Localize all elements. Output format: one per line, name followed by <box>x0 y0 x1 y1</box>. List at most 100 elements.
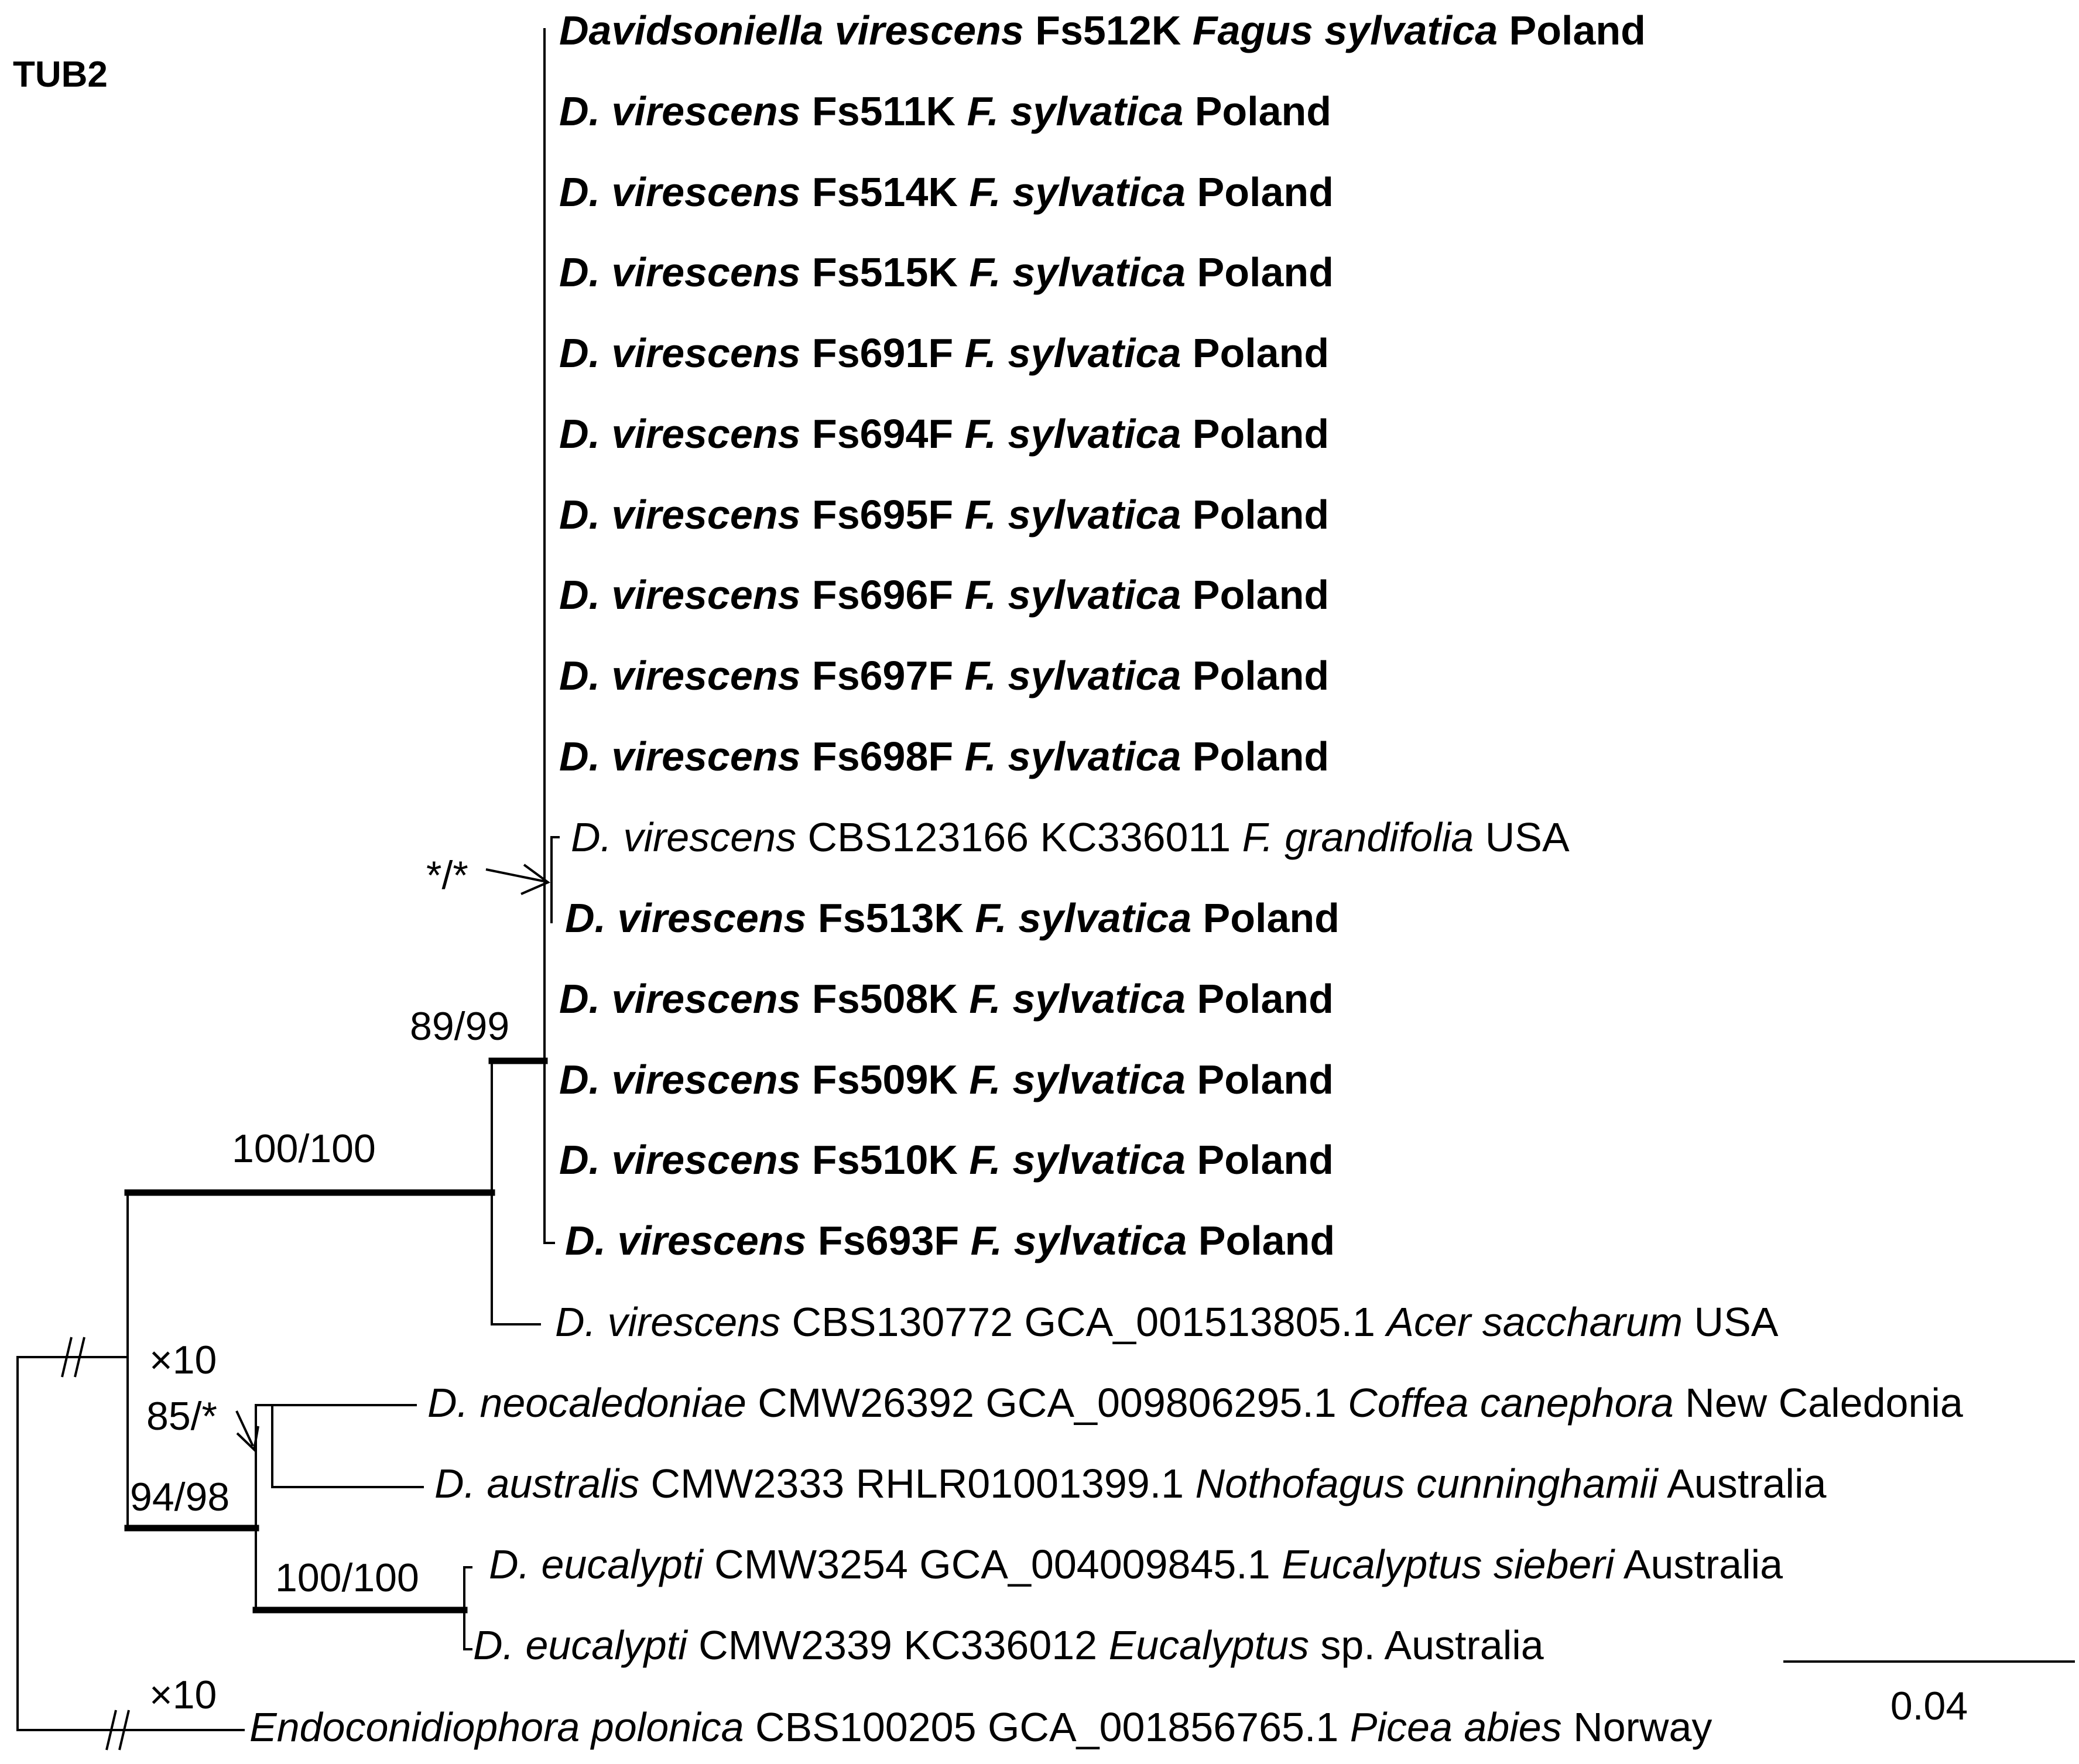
taxon-label-part: F. sylvatica <box>969 1137 1186 1183</box>
support-virescens-clade: 100/100 <box>232 1126 376 1171</box>
taxon-label-cbs123166: D. virescens CBS123166 KC336011 F. grand… <box>571 814 1570 860</box>
taxon-label-fs515k: D. virescens Fs515K F. sylvatica Poland <box>559 249 1334 295</box>
taxon-label-part: Poland <box>1186 976 1334 1022</box>
outgroup-break-mark <box>105 1710 117 1751</box>
taxon-label-part: Australia <box>1658 1461 1827 1506</box>
outgroup-break-mark <box>118 1710 130 1751</box>
taxon-label-part: CMW3254 GCA_004009845.1 <box>703 1542 1282 1587</box>
taxon-label-fs695f: D. virescens Fs695F F. sylvatica Poland <box>559 492 1329 537</box>
taxon-label-part: Coffea canephora <box>1348 1380 1674 1426</box>
taxon-label-part: Fs508K <box>800 976 969 1022</box>
taxon-label-part: CBS123166 KC336011 <box>796 814 1242 860</box>
taxon-label-cmw2333: D. australis CMW2333 RHLR01001399.1 Noth… <box>434 1461 1826 1506</box>
arrow-head-icon <box>236 1426 259 1453</box>
ingroup-break-mark <box>74 1337 85 1378</box>
taxon-label-part: F. sylvatica <box>969 169 1186 215</box>
taxon-label-part: F. sylvatica <box>975 895 1191 941</box>
taxon-label-part: D. virescens <box>559 653 800 698</box>
taxon-label-part: New Caledonia <box>1674 1380 1963 1426</box>
taxon-label-part: CBS100205 GCA_001856765.1 <box>744 1704 1350 1750</box>
ingroup-break-mark <box>61 1337 73 1378</box>
taxon-label-part: D. virescens <box>559 88 800 134</box>
taxon-label-part: Norway <box>1562 1704 1712 1750</box>
taxon-label-part: Fs691F <box>800 330 964 376</box>
taxon-label-part: Picea abies <box>1350 1704 1562 1750</box>
taxon-label-part: Poland <box>1186 249 1334 295</box>
taxon-label-part: D. eucalypti <box>489 1542 704 1587</box>
taxon-label-part: Poland <box>1191 895 1340 941</box>
ingroup-scale-marker: ×10 <box>149 1338 217 1382</box>
taxon-label-part: Davidsoniella virescens <box>559 8 1024 53</box>
taxon-label-part: F. sylvatica <box>969 1057 1186 1102</box>
taxon-label-part: D. virescens <box>559 976 800 1022</box>
taxon-label-part: F. sylvatica <box>969 976 1186 1022</box>
taxon-label-part: F. sylvatica <box>965 330 1181 376</box>
taxon-label-part: Fs511K <box>800 88 967 134</box>
taxon-label-cmw26392: D. neocaledoniae CMW26392 GCA_009806295.… <box>427 1380 1963 1426</box>
taxon-label-fs691f: D. virescens Fs691F F. sylvatica Poland <box>559 330 1329 376</box>
taxon-label-part: Fs512K <box>1024 8 1193 53</box>
taxon-label-part: D. virescens <box>565 895 806 941</box>
taxon-label-part: F. sylvatica <box>965 734 1181 779</box>
taxon-label-part: F. sylvatica <box>965 653 1181 698</box>
taxon-label-part: Nothofagus cunninghamii <box>1196 1461 1659 1506</box>
taxon-label-part: Fs698F <box>800 734 964 779</box>
taxon-label-part: Acer saccharum <box>1384 1299 1683 1345</box>
taxon-label-part: CMW2339 KC336012 <box>687 1622 1109 1668</box>
taxon-label-cbs100205: Endoconidiophora polonica CBS100205 GCA_… <box>249 1704 1712 1750</box>
taxon-label-part: D. virescens <box>559 1137 800 1183</box>
taxon-label-part: sp. Australia <box>1309 1622 1544 1668</box>
taxon-label-part: Fs696F <box>800 572 964 618</box>
taxon-label-cmw2339: D. eucalypti CMW2339 KC336012 Eucalyptus… <box>473 1622 1544 1668</box>
taxon-label-part: F. sylvatica <box>965 411 1181 457</box>
tree-branches <box>16 28 560 1731</box>
taxon-label-fs508k: D. virescens Fs508K F. sylvatica Poland <box>559 976 1334 1022</box>
poland-usa-node-arrow <box>485 868 544 882</box>
taxon-label-part: F. sylvatica <box>969 249 1186 295</box>
taxon-label-part: Eucalyptus <box>1109 1622 1309 1668</box>
taxon-label-fs514k: D. virescens Fs514K F. sylvatica Poland <box>559 169 1334 215</box>
taxon-label-part: F. sylvatica <box>965 572 1181 618</box>
taxon-label-part: Poland <box>1186 1057 1334 1102</box>
taxon-label-cmw3254: D. eucalypti CMW3254 GCA_004009845.1 Euc… <box>489 1542 1783 1587</box>
taxon-label-part: Poland <box>1181 330 1329 376</box>
taxon-label-part: Fs510K <box>800 1137 969 1183</box>
taxon-label-fs697f: D. virescens Fs697F F. sylvatica Poland <box>559 653 1329 698</box>
taxon-label-part: Poland <box>1181 411 1329 457</box>
taxon-label-part: D. virescens <box>559 572 800 618</box>
taxon-label-part: Fs695F <box>800 492 964 537</box>
taxon-label-part: Poland <box>1181 653 1329 698</box>
taxon-label-part: D. australis <box>434 1461 639 1506</box>
taxon-label-part: Eucalyptus sieberi <box>1282 1542 1616 1587</box>
branch-break-marks <box>61 1337 130 1751</box>
taxon-label-part: D. virescens <box>559 411 800 457</box>
taxon-label-part: D. virescens <box>559 734 800 779</box>
taxon-label-fs512k: Davidsoniella virescens Fs512K Fagus syl… <box>559 8 1646 53</box>
taxon-label-part: CBS130772 GCA_001513805.1 <box>780 1299 1386 1345</box>
taxon-label-part: Poland <box>1181 492 1329 537</box>
taxon-label-part: D. virescens <box>565 1218 806 1263</box>
taxon-label-fs696f: D. virescens Fs696F F. sylvatica Poland <box>559 572 1329 618</box>
taxon-label-part: D. virescens <box>559 1057 800 1102</box>
taxon-label-fs513k: D. virescens Fs513K F. sylvatica Poland <box>565 895 1340 941</box>
taxon-label-part: Fagus sylvatica <box>1193 8 1498 53</box>
taxon-label-part: F. sylvatica <box>971 1218 1187 1263</box>
taxon-label-part: D. eucalypti <box>473 1622 689 1668</box>
scale-bar-label: 0.04 <box>1890 1684 1968 1728</box>
taxon-label-fs698f: D. virescens Fs698F F. sylvatica Poland <box>559 734 1329 779</box>
taxon-label-fs511k: D. virescens Fs511K F. sylvatica Poland <box>559 88 1331 134</box>
taxon-label-part: USA <box>1683 1299 1779 1345</box>
taxon-label-fs694f: D. virescens Fs694F F. sylvatica Poland <box>559 411 1329 457</box>
taxon-label-part: Poland <box>1498 8 1646 53</box>
taxon-label-part: D. virescens <box>559 330 800 376</box>
support-poland-usa: */* <box>426 853 468 898</box>
taxon-label-part: F. grandifolia <box>1242 814 1474 860</box>
taxon-label-part: D. virescens <box>559 169 800 215</box>
taxon-label-part: Poland <box>1183 88 1331 134</box>
taxon-label-part: D. virescens <box>555 1299 780 1345</box>
node-arrows <box>235 864 550 1453</box>
taxon-label-part: F. sylvatica <box>967 88 1184 134</box>
taxon-label-fs693f: D. virescens Fs693F F. sylvatica Poland <box>565 1218 1335 1263</box>
taxon-label-part: Poland <box>1186 1137 1334 1183</box>
